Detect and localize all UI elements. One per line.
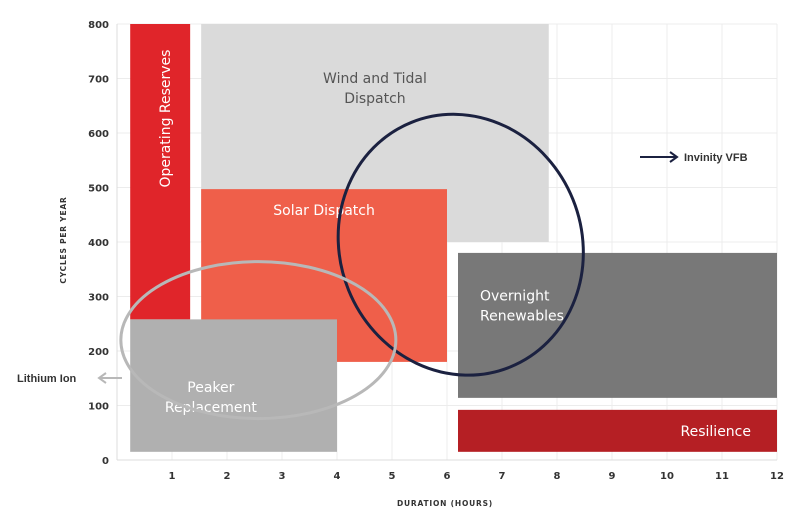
region-resilience: Resilience	[458, 409, 777, 452]
y-tick-label: 400	[88, 238, 109, 249]
x-tick-label: 4	[334, 471, 341, 482]
overlay-lithium-ion: Lithium Ion	[17, 260, 398, 421]
x-tick-label: 7	[499, 471, 506, 482]
y-tick-label: 600	[88, 129, 109, 140]
y-tick-label: 500	[88, 184, 109, 195]
region-label: Wind and Tidal	[323, 71, 427, 87]
regions: Operating Reserves Wind and TidalDispatch…	[130, 24, 777, 452]
region-rect	[458, 252, 777, 398]
y-tick-label: 100	[88, 402, 109, 413]
region-label: Operating Reserves	[158, 50, 174, 188]
x-tick-label: 8	[554, 471, 561, 482]
arrowhead-icon	[97, 372, 107, 384]
x-axis-label: DURATION (HOURS)	[397, 499, 493, 508]
region-label: Replacement	[165, 400, 258, 416]
y-tick-label: 700	[88, 75, 109, 86]
overlay-ellipse	[119, 260, 398, 421]
y-tick-label: 0	[102, 456, 109, 467]
region-operating-reserves: Operating Reserves	[130, 24, 191, 320]
overlay-invinity-vfb: Invinity VFB	[336, 112, 748, 377]
region-label: Overnight	[480, 289, 550, 305]
region-label: Dispatch	[344, 91, 406, 107]
x-tick-label: 12	[770, 471, 784, 482]
arrowhead-icon	[669, 151, 679, 163]
y-tick-label: 200	[88, 347, 109, 358]
region-label: Resilience	[681, 424, 751, 440]
x-tick-label: 3	[279, 471, 286, 482]
x-tick-label: 6	[444, 471, 451, 482]
x-tick-label: 2	[224, 471, 231, 482]
region-rect	[458, 409, 777, 452]
x-tick-label: 11	[715, 471, 729, 482]
x-tick-label: 10	[660, 471, 674, 482]
region-rect	[130, 319, 337, 452]
region-rect	[130, 24, 191, 320]
overlays: Invinity VFB Lithium Ion	[17, 112, 748, 421]
overlay-label: Invinity VFB	[684, 152, 748, 164]
overlay-ellipse	[336, 112, 585, 377]
y-axis-label: CYCLES PER YEAR	[59, 196, 68, 283]
x-tick-label: 5	[389, 471, 396, 482]
region-label: Renewables	[480, 309, 564, 325]
region-label: Peaker	[187, 380, 234, 396]
region-label: Solar Dispatch	[273, 203, 375, 219]
x-tick-label: 9	[609, 471, 616, 482]
overlay-label: Lithium Ion	[17, 373, 77, 385]
y-tick-label: 800	[88, 20, 109, 31]
x-tick-label: 1	[169, 471, 176, 482]
y-tick-label: 300	[88, 293, 109, 304]
